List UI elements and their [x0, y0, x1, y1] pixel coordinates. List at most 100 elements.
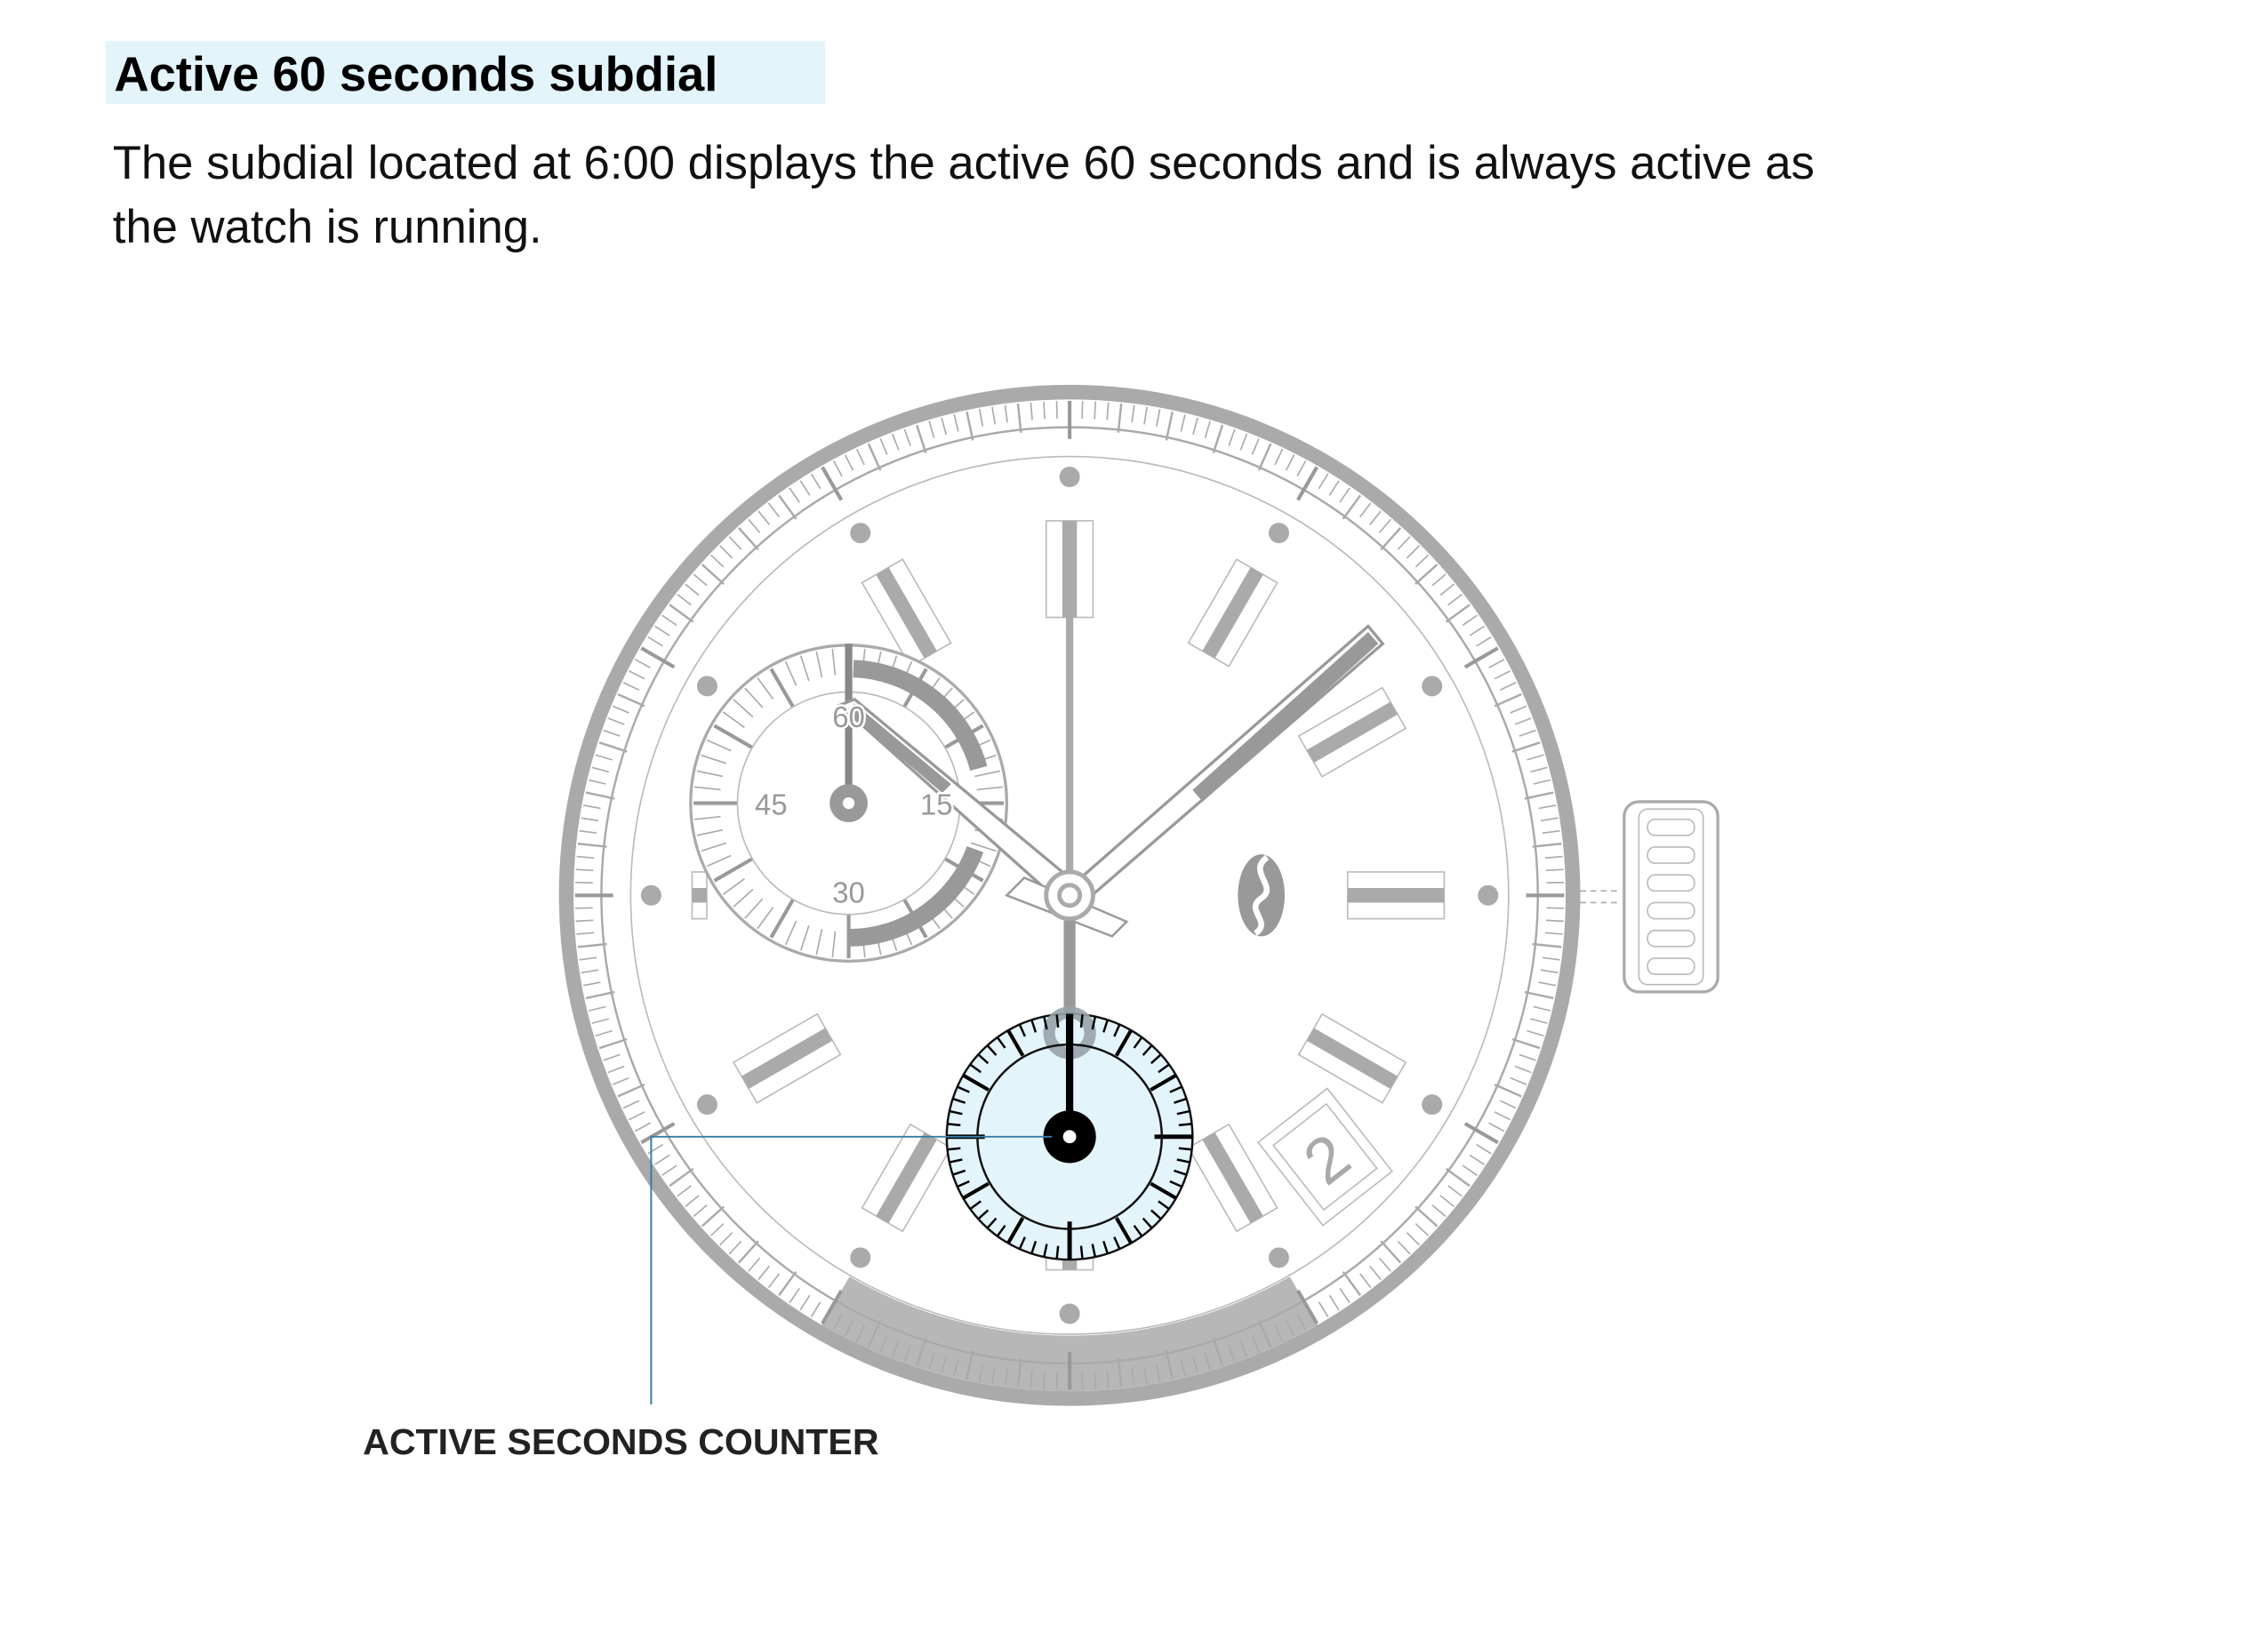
tick [1180, 414, 1186, 432]
hour-dot [1059, 1303, 1080, 1324]
tick [1016, 403, 1022, 433]
left-subdial [689, 644, 1008, 963]
tick [1359, 502, 1372, 518]
tick [978, 1364, 984, 1382]
tick [1030, 402, 1033, 420]
tick [1106, 1371, 1110, 1388]
tick [701, 564, 725, 585]
tick [1533, 1005, 1551, 1012]
tick [810, 1301, 821, 1317]
tick [1527, 754, 1544, 761]
tick [1469, 625, 1486, 636]
tick [737, 1240, 759, 1264]
tick [1006, 1029, 1025, 1057]
tick [1342, 494, 1362, 520]
tick [1150, 1053, 1162, 1065]
tick [693, 1204, 708, 1218]
tick [1494, 692, 1522, 708]
crown-rib [1647, 929, 1695, 948]
tick [685, 1195, 700, 1207]
tick [1510, 705, 1527, 714]
tick [577, 842, 607, 848]
tick [867, 1319, 882, 1348]
tick [706, 854, 732, 868]
tick [799, 925, 810, 951]
tick [1545, 868, 1564, 872]
tick [577, 942, 607, 948]
tick [1542, 956, 1560, 961]
tick [1131, 1368, 1135, 1386]
tick [1106, 402, 1110, 420]
tick [1131, 404, 1135, 423]
tick [1228, 428, 1236, 446]
tick [1285, 454, 1295, 471]
tick [1150, 1181, 1177, 1200]
tick [1527, 1029, 1544, 1037]
tick [588, 1005, 606, 1012]
tick [1339, 487, 1350, 503]
left-subdial-45: 45 [755, 788, 788, 821]
tick [1524, 990, 1554, 1000]
hour-marker [861, 558, 952, 668]
tick [722, 711, 745, 729]
tick [1178, 1147, 1192, 1151]
tick [640, 1122, 676, 1145]
tick [591, 1018, 610, 1025]
tick [1055, 1245, 1060, 1260]
tick [629, 669, 645, 680]
hour-marker [1297, 686, 1407, 778]
tick [640, 646, 676, 669]
tick [916, 1337, 927, 1366]
tick [1169, 1180, 1182, 1188]
tick [612, 705, 629, 714]
hour-marker [1297, 1012, 1407, 1104]
tick [579, 829, 597, 835]
tick [603, 729, 621, 737]
tick [710, 554, 725, 568]
tick [1142, 1044, 1153, 1056]
tick [654, 1154, 670, 1165]
tick [1546, 881, 1565, 884]
tick [1462, 614, 1478, 627]
tick [757, 907, 774, 930]
tick [1462, 1164, 1478, 1177]
tick [1511, 1037, 1541, 1050]
tick [1204, 420, 1211, 439]
tick [701, 1205, 725, 1228]
tick [1102, 1019, 1109, 1033]
tick [1114, 1029, 1133, 1057]
tick [1397, 1240, 1411, 1255]
tick [728, 1240, 742, 1255]
tick [1156, 1364, 1161, 1382]
tick [1445, 604, 1471, 623]
hour-dot [1268, 1247, 1289, 1268]
tick [949, 1158, 963, 1164]
tick [991, 1366, 996, 1384]
tick [1228, 1344, 1236, 1362]
tick [1043, 401, 1046, 420]
tick [1043, 1244, 1048, 1258]
tick [581, 817, 599, 822]
tick [733, 888, 754, 908]
tick [996, 1036, 1006, 1049]
tick [1055, 1014, 1060, 1028]
tick [1150, 1073, 1177, 1092]
tick [784, 920, 797, 946]
tick [1414, 1205, 1439, 1228]
tick [778, 494, 797, 520]
tick [1285, 1319, 1295, 1337]
tick [634, 659, 651, 668]
tick [1043, 1016, 1048, 1030]
hour-dot [850, 1247, 871, 1268]
tick [991, 406, 996, 425]
tick [844, 1319, 854, 1337]
crown-rib [1647, 901, 1695, 920]
tick [1055, 1372, 1058, 1390]
hour-marker [1187, 1123, 1278, 1233]
tick [1094, 401, 1097, 420]
tick [1079, 1245, 1084, 1260]
tick [821, 466, 844, 501]
tick [1378, 1257, 1391, 1272]
tick [1176, 1109, 1190, 1116]
tick [1339, 1287, 1350, 1304]
